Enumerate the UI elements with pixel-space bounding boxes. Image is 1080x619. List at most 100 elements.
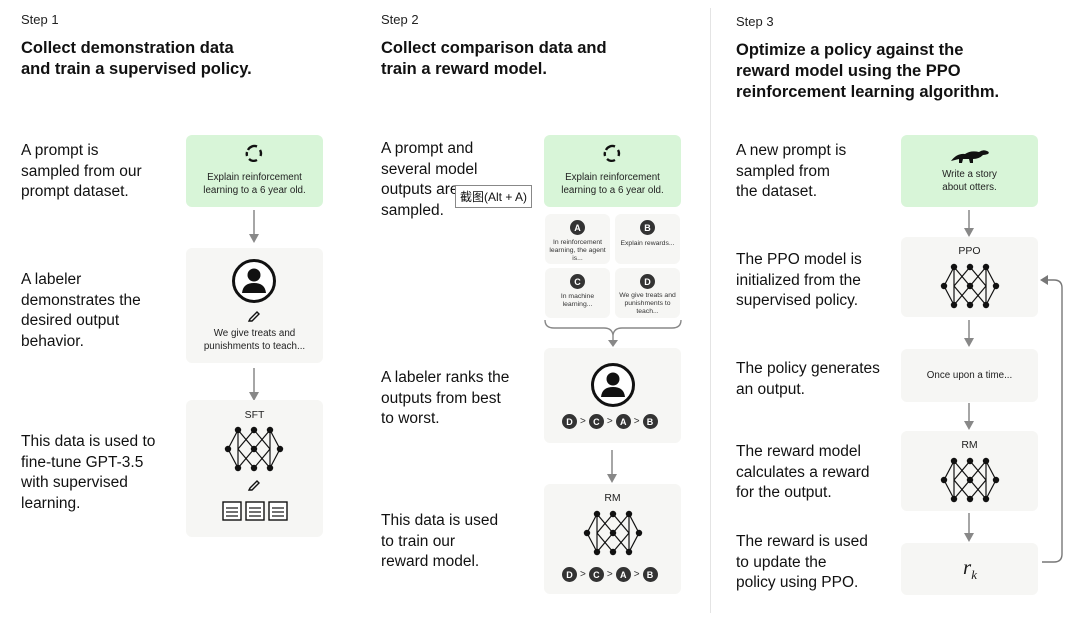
prompt-line: Explain reinforcement — [565, 172, 660, 183]
step2-title-line1: Collect comparison data and — [381, 39, 607, 57]
prompt-line: Explain reinforcement — [207, 172, 302, 183]
rm-label: RM — [604, 492, 621, 504]
desc-line: to worst. — [381, 410, 440, 427]
desc-line: sampled from — [736, 162, 830, 180]
desc-line: the dataset. — [736, 183, 818, 200]
rank-letter: D — [562, 567, 577, 582]
step3-rm-box: RM — [901, 431, 1038, 511]
step2-label: Step 2 — [381, 12, 419, 27]
step2-prompt-box: Explain reinforcement learning to a 6 ye… — [544, 135, 681, 207]
ranking-row: D> C> A> B — [562, 414, 658, 429]
desc-line: with supervised — [21, 474, 128, 491]
desc-line: calculates a reward — [736, 463, 870, 481]
desc-line: to train our — [381, 532, 456, 550]
desc-line: A labeler — [21, 271, 82, 288]
sft-label: SFT — [244, 409, 265, 421]
ppo-label: PPO — [958, 245, 981, 257]
demo-line: We give treats and — [213, 328, 296, 339]
arrow-down-icon — [964, 513, 974, 542]
desc-line: for the output. — [736, 484, 832, 501]
desc-line: policy using PPO. — [736, 574, 859, 591]
output-option-c: C In machine learning... — [545, 268, 610, 318]
step1-desc-finetune: This data is used to fine-tune GPT-3.5 w… — [21, 432, 155, 514]
option-letter: D — [640, 274, 655, 289]
desc-line: outputs from best — [381, 389, 501, 407]
step1-desc-prompt: A prompt is sampled from our prompt data… — [21, 141, 142, 203]
brace-arrow-icon — [544, 319, 682, 347]
step1-title: Collect demonstration data and train a s… — [21, 38, 252, 80]
reward-r: r — [963, 555, 972, 579]
feedback-loop-arrow-icon — [1040, 275, 1063, 563]
step1-prompt-text: Explain reinforcement learning to a 6 ye… — [186, 172, 323, 197]
screenshot-tooltip: 截图(Alt + A) — [455, 185, 533, 208]
rank-letter: C — [588, 567, 604, 582]
step3-desc-prompt: A new prompt is sampled from the dataset… — [736, 141, 846, 203]
output-option-b: B Explain rewards... — [615, 214, 680, 264]
step3-desc-update: The reward is used to update the policy … — [736, 532, 868, 594]
arrow-down-icon — [607, 450, 617, 483]
step2-desc-prompt: A prompt and several model outputs are s… — [381, 139, 478, 221]
desc-line: This data is used — [381, 512, 499, 529]
desc-line: The reward model — [736, 443, 861, 460]
greater-than-icon: > — [580, 416, 586, 427]
demo-line: punishments to teach... — [203, 340, 306, 352]
prompt-line: learning to a 6 year old. — [203, 184, 306, 196]
desc-line: several model — [381, 160, 478, 178]
option-text: In machine learning... — [560, 293, 595, 308]
option-text: Explain rewards... — [620, 240, 675, 247]
desc-line: initialized from the — [736, 271, 861, 289]
rank-letter: C — [588, 414, 604, 429]
arrow-down-icon — [964, 403, 974, 430]
reward-symbol: rk — [963, 555, 977, 583]
step3-desc-ppo: The PPO model is initialized from the su… — [736, 250, 862, 312]
step3-desc-output: The policy generates an output. — [736, 359, 880, 400]
greater-than-icon: > — [633, 416, 640, 427]
otter-icon — [951, 150, 989, 163]
reward-subscript: k — [971, 567, 977, 583]
desc-line: desired output — [21, 312, 120, 329]
option-text: In reinforcement learning, the agent is.… — [549, 239, 606, 262]
pencil-icon — [247, 480, 260, 491]
step1-title-line2: and train a supervised policy. — [21, 60, 252, 78]
arrow-down-icon — [964, 320, 974, 347]
desc-line: A labeler ranks the — [381, 369, 510, 386]
step1-sft-box: SFT — [186, 400, 323, 537]
step3-title-line1: Optimize a policy against the — [736, 41, 964, 59]
step2-desc-rank: A labeler ranks the outputs from best to… — [381, 368, 509, 430]
desc-line: The policy generates — [736, 360, 880, 377]
pencil-icon — [247, 311, 260, 322]
desc-line: demonstrates the — [21, 291, 141, 309]
step1-desc-labeler: A labeler demonstrates the desired outpu… — [21, 270, 141, 352]
documents-icon — [222, 501, 288, 521]
desc-line: sampled from our — [21, 162, 142, 180]
desc-line: learning. — [21, 494, 81, 512]
step2-labeler-box: D> C> A> B — [544, 348, 681, 443]
step3-title-line3: reinforcement learning algorithm. — [736, 83, 1000, 101]
desc-line: fine-tune GPT-3.5 — [21, 453, 144, 471]
greater-than-icon: > — [606, 416, 613, 427]
option-letter: A — [570, 220, 585, 235]
desc-line: The reward is used — [736, 533, 868, 550]
arrow-down-icon — [249, 368, 259, 401]
desc-line: outputs are — [381, 181, 459, 198]
rank-letter: B — [642, 567, 658, 582]
desc-line: behavior. — [21, 332, 84, 350]
step1-demo-text: We give treats and punishments to teach.… — [186, 328, 323, 353]
desc-line: supervised policy. — [736, 292, 859, 309]
step3-output-box: Once upon a time... — [901, 349, 1038, 402]
rank-letter: A — [615, 567, 631, 582]
column-divider — [710, 8, 711, 613]
desc-line: A prompt is — [21, 142, 99, 159]
option-text: We give treats and punishments to teach.… — [619, 292, 676, 315]
step3-title-line2: reward model using the PPO — [736, 62, 961, 80]
step1-prompt-box: Explain reinforcement learning to a 6 ye… — [186, 135, 323, 207]
step1-label: Step 1 — [21, 12, 59, 27]
greater-than-icon: > — [580, 569, 586, 580]
step2-desc-train: This data is used to train our reward mo… — [381, 511, 498, 573]
step2-prompt-text: Explain reinforcement learning to a 6 ye… — [544, 172, 681, 197]
step3-prompt-text: Write a story about otters. — [901, 169, 1038, 194]
step3-reward-box: rk — [901, 543, 1038, 595]
greater-than-icon: > — [606, 569, 613, 580]
desc-line: reward model. — [381, 553, 480, 570]
rm-label: RM — [961, 439, 978, 451]
